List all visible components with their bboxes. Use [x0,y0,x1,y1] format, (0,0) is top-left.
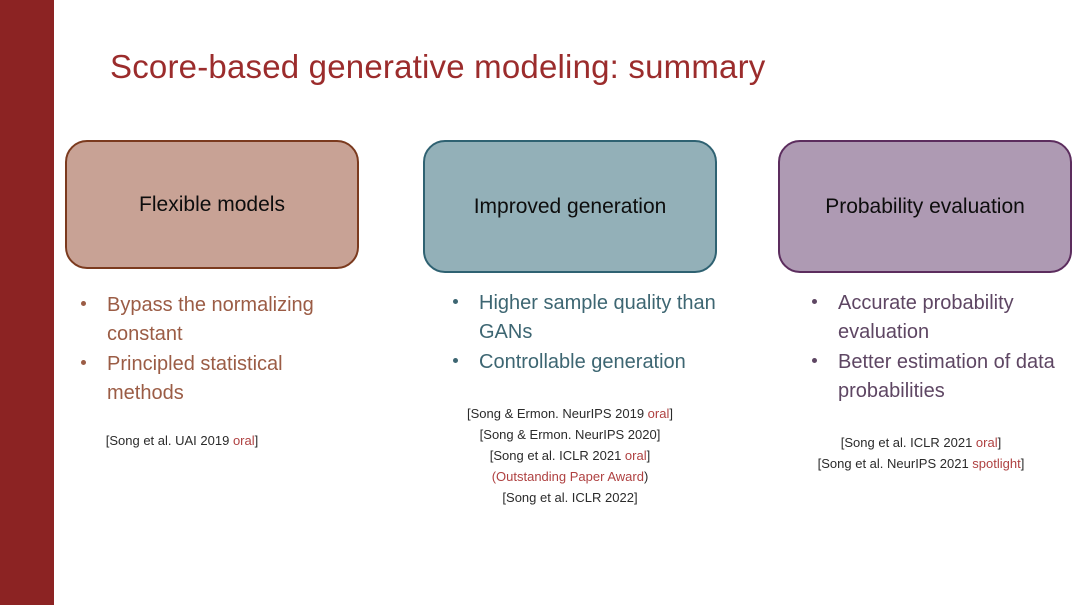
citation-highlight: (Outstanding Paper Award [491,469,644,485]
citation-suffix: ] [1020,456,1025,472]
category-box-flexible-models[interactable]: Flexible models [65,140,359,269]
list-item: Better estimation of data probabilities [804,348,1072,406]
category-box-label: Improved generation [473,194,667,218]
citation-list-probability-evaluation: [Song et al. ICLR 2021 oral] [Song et al… [766,432,1076,474]
bullet-text: Principled statistical methods [107,353,283,404]
citation-prefix: [Song et al. ICLR 2021 [489,448,625,464]
summary-columns: Flexible models Bypass the normalizing c… [54,140,1080,580]
slide-accent-sidebar [0,0,54,605]
page-title: Score-based generative modeling: summary [110,48,766,85]
citation-highlight: oral [232,433,255,448]
citation-prefix: [Song et al. ICLR 2022] [502,490,638,506]
citation-list-flexible-models: [Song et al. UAI 2019 oral] [65,430,359,451]
citation-prefix: [Song et al. UAI 2019 [105,433,233,448]
bullet-text: Higher sample quality than GANs [479,292,716,343]
category-box-label: Probability evaluation [825,194,1025,218]
bullet-dot-icon [453,358,458,364]
bullet-list-improved-generation: Higher sample quality than GANs Controll… [445,289,717,377]
summary-column-flexible-models: Flexible models Bypass the normalizing c… [65,140,359,451]
bullet-dot-icon [81,360,86,366]
citation-prefix: [Song et al. ICLR 2021 [840,435,976,450]
citation-suffix: ) [643,469,649,485]
citation-suffix: ] [669,406,673,421]
bullet-text: Accurate probability evaluation [838,292,1014,343]
citation-highlight: oral [975,435,998,450]
bullet-list-probability-evaluation: Accurate probability evaluation Better e… [804,289,1072,406]
citation-prefix: [Song & Ermon. NeurIPS 2020] [479,427,661,443]
list-item: Higher sample quality than GANs [445,289,717,347]
citation-prefix: [Song & Ermon. NeurIPS 2019 [467,406,648,421]
summary-column-improved-generation: Improved generation Higher sample qualit… [423,140,717,508]
citation-suffix: ] [997,435,1002,450]
bullet-dot-icon [81,301,86,307]
citation-prefix: [Song et al. NeurIPS 2021 [817,456,973,472]
bullet-dot-icon [812,358,817,364]
citation-suffix: ] [254,433,259,448]
citation-line: [Song et al. NeurIPS 2021 spotlight] [766,453,1076,474]
citation-line: [Song et al. ICLR 2021 oral] [766,432,1076,453]
list-item: Accurate probability evaluation [804,289,1072,347]
citation-list-improved-generation: [Song & Ermon. NeurIPS 2019 oral] [Song … [420,403,720,508]
bullet-text: Better estimation of data probabilities [838,351,1055,402]
citation-highlight: spotlight [972,456,1021,472]
citation-line: [Song et al. ICLR 2022] [420,487,720,508]
category-box-label: Flexible models [139,192,285,216]
list-item: Controllable generation [445,348,717,377]
list-item: Principled statistical methods [73,350,359,408]
citation-line: [Song et al. ICLR 2021 oral] [420,445,720,466]
category-box-probability-evaluation[interactable]: Probability evaluation [778,140,1072,273]
citation-highlight: oral [624,448,647,464]
list-item: Bypass the normalizing constant [73,291,359,349]
bullet-list-flexible-models: Bypass the normalizing constant Principl… [73,291,359,408]
bullet-text: Controllable generation [479,351,686,373]
citation-line: (Outstanding Paper Award) [420,466,720,487]
citation-highlight: oral [647,406,670,421]
bullet-text: Bypass the normalizing constant [107,294,314,345]
summary-column-probability-evaluation: Probability evaluation Accurate probabil… [778,140,1072,474]
citation-line: [Song & Ermon. NeurIPS 2020] [420,424,720,445]
category-box-improved-generation[interactable]: Improved generation [423,140,717,273]
citation-line: [Song & Ermon. NeurIPS 2019 oral] [420,403,720,424]
bullet-dot-icon [453,299,458,305]
citation-line: [Song et al. UAI 2019 oral] [65,430,299,451]
bullet-dot-icon [812,299,817,305]
citation-suffix: ] [646,448,651,464]
